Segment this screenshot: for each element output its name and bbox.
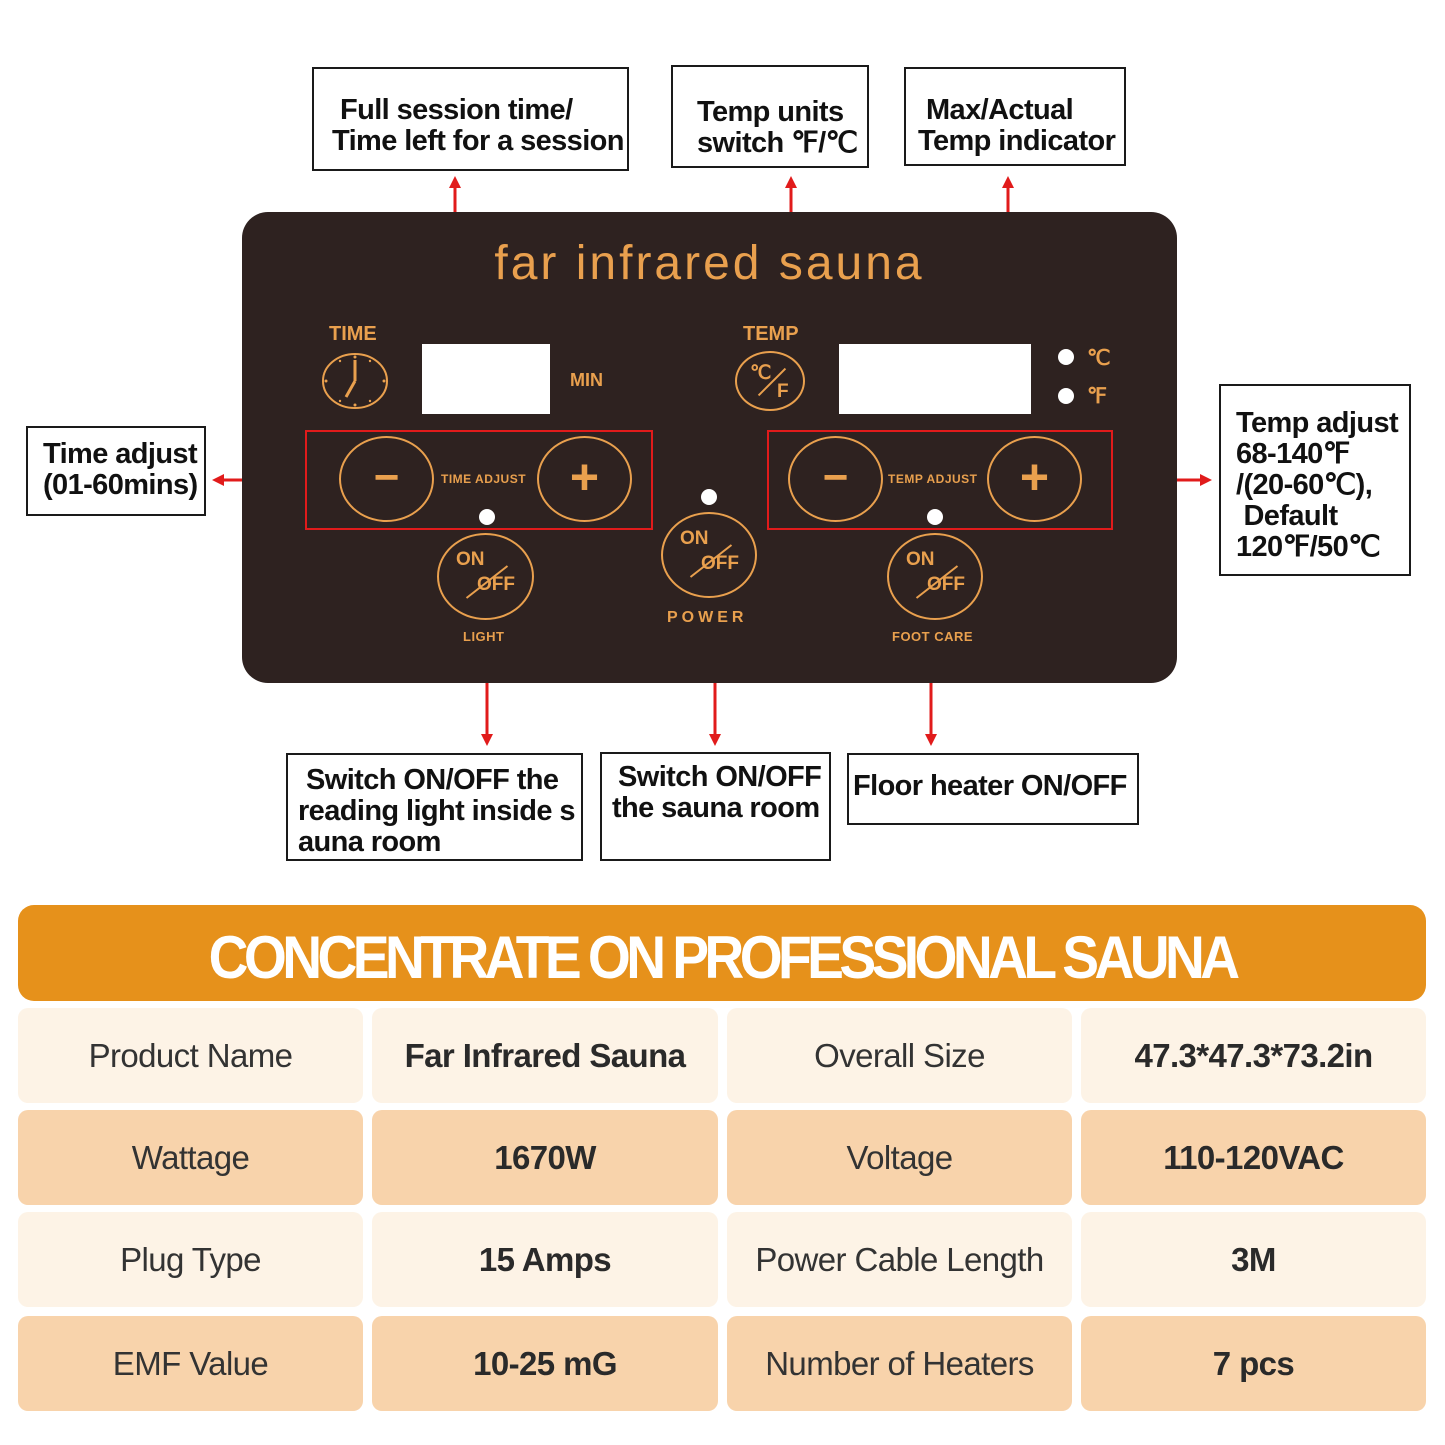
off-text: OFF <box>701 553 739 574</box>
foot-care-button[interactable]: ON OFF <box>887 533 983 620</box>
callout-line: Switch ON/OFF <box>618 761 822 793</box>
callout-line: 68-140℉ <box>1236 438 1350 470</box>
celsius-indicator <box>1058 349 1074 365</box>
callout-floor: Floor heater ON/OFF <box>847 753 1139 825</box>
time-plus-button[interactable]: + <box>537 436 632 522</box>
spec-value: 3M <box>1081 1212 1426 1307</box>
light-button[interactable]: ON OFF <box>437 533 534 620</box>
plus-icon: + <box>569 449 600 505</box>
callout-power: Switch ON/OFF the sauna room <box>600 752 831 861</box>
callout-line: Temp units <box>697 96 844 128</box>
time-minus-button[interactable]: − <box>339 436 434 522</box>
spec-value: 47.3*47.3*73.2in <box>1081 1008 1426 1103</box>
callout-session-time: Full session time/ Time left for a sessi… <box>312 67 629 171</box>
callout-line: switch ℉/℃ <box>697 127 858 159</box>
callout-line: Time left for a session <box>332 125 624 157</box>
callout-line: Max/Actual <box>926 94 1074 126</box>
min-label: MIN <box>570 370 603 390</box>
banner: CONCENTRATE ON PROFESSIONAL SAUNA <box>18 905 1426 1001</box>
on-text: ON <box>680 528 709 549</box>
temp-adjust-group <box>767 430 1113 530</box>
foot-care-indicator <box>927 509 943 525</box>
temp-label: TEMP <box>743 323 799 345</box>
callout-line: Temp indicator <box>918 125 1116 157</box>
callout-line: Temp adjust <box>1236 407 1399 439</box>
time-display <box>422 344 550 414</box>
spec-label: Overall Size <box>727 1008 1072 1103</box>
temp-display <box>839 344 1031 414</box>
power-label: POWER <box>667 609 748 626</box>
on-text: ON <box>456 549 485 570</box>
callout-line: reading light inside s <box>298 795 575 827</box>
off-text: OFF <box>477 574 515 595</box>
spec-label: Power Cable Length <box>727 1212 1072 1307</box>
callout-line: Default <box>1236 500 1338 532</box>
spec-label: Number of Heaters <box>727 1316 1072 1411</box>
callout-line: Switch ON/OFF the <box>306 764 559 796</box>
callout-line: the sauna room <box>612 792 820 824</box>
time-adjust-group <box>305 430 653 530</box>
fahrenheit-indicator <box>1058 388 1074 404</box>
power-indicator <box>701 489 717 505</box>
callout-time-adjust: Time adjust (01-60mins) <box>26 426 206 516</box>
callout-line: Floor heater ON/OFF <box>853 770 1127 802</box>
celsius-label: ℃ <box>1087 347 1111 370</box>
time-adjust-label: TIME ADJUST <box>441 472 527 486</box>
temp-minus-button[interactable]: − <box>788 436 883 522</box>
minus-icon: − <box>822 453 849 502</box>
temp-plus-button[interactable]: + <box>987 436 1082 522</box>
spec-label: Voltage <box>727 1110 1072 1205</box>
callout-line: (01-60mins) <box>43 469 198 501</box>
clock-icon <box>322 353 388 409</box>
spec-value: Far Infrared Sauna <box>372 1008 718 1103</box>
fahrenheit-label: ℉ <box>1087 385 1107 408</box>
spec-value: 1670W <box>372 1110 718 1205</box>
spec-value: 15 Amps <box>372 1212 718 1307</box>
spec-value: 10-25 mG <box>372 1316 718 1411</box>
power-button[interactable]: ON OFF <box>661 512 757 598</box>
callout-line: Full session time/ <box>340 94 573 126</box>
callout-line: Time adjust <box>43 438 198 470</box>
callout-max-actual: Max/Actual Temp indicator <box>904 67 1126 166</box>
callout-line: 120℉/50℃ <box>1236 531 1381 563</box>
unit-switch-button[interactable]: ℃ F <box>735 351 805 411</box>
on-text: ON <box>906 549 935 570</box>
banner-text: CONCENTRATE ON PROFESSIONAL SAUNA <box>208 924 1240 991</box>
off-text: OFF <box>927 574 965 595</box>
callout-line: auna room <box>298 826 441 858</box>
spec-label: EMF Value <box>18 1316 363 1411</box>
spec-value: 110-120VAC <box>1081 1110 1426 1205</box>
temp-adjust-label: TEMP ADJUST <box>888 472 978 486</box>
light-label: LIGHT <box>463 629 505 644</box>
plus-icon: + <box>1019 449 1050 505</box>
time-label: TIME <box>329 323 377 345</box>
unit-switch-c: ℃ <box>750 363 772 384</box>
callout-light: Switch ON/OFF the reading light inside s… <box>286 753 583 861</box>
control-panel: far infrared sauna TIME MIN TEMP ℃ F ℃ ℉… <box>242 212 1177 683</box>
minus-icon: − <box>373 453 400 502</box>
spec-value: 7 pcs <box>1081 1316 1426 1411</box>
panel-title: far infrared sauna <box>494 237 925 290</box>
foot-care-label: FOOT CARE <box>892 629 974 644</box>
unit-switch-f: F <box>777 381 789 402</box>
callout-line: /(20-60℃), <box>1236 469 1373 501</box>
spec-label: Product Name <box>18 1008 363 1103</box>
spec-label: Plug Type <box>18 1212 363 1307</box>
callout-temp-adjust: Temp adjust 68-140℉ /(20-60℃), Default 1… <box>1219 384 1411 576</box>
light-indicator <box>479 509 495 525</box>
callout-temp-units: Temp units switch ℉/℃ <box>671 65 869 168</box>
spec-label: Wattage <box>18 1110 363 1205</box>
